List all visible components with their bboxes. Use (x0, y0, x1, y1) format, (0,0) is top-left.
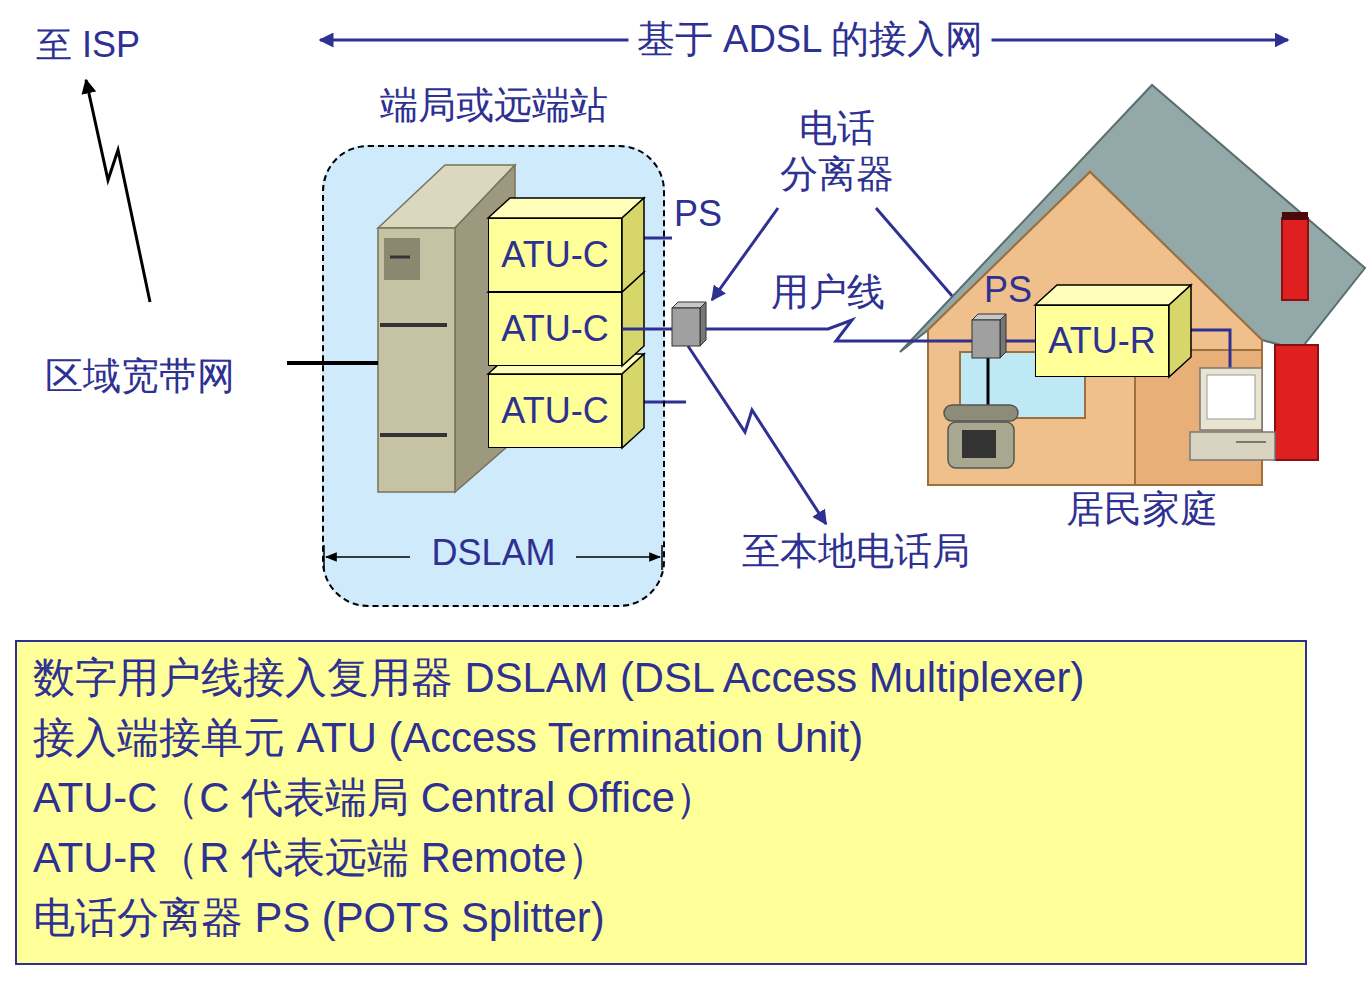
house-red-column (1275, 345, 1318, 460)
diagram-label: PS (674, 192, 722, 235)
splitter-front (672, 308, 700, 346)
diagram-label: 电话分离器 (780, 106, 896, 197)
tower-front (378, 228, 455, 492)
glossary-line: ATU-C（C 代表端局 Central Office） (33, 768, 1305, 828)
box-text: ATU-C (501, 309, 608, 349)
glossary-line: 接入端接单元 ATU (Access Termination Unit) (33, 708, 1305, 768)
region-fill (322, 145, 665, 607)
box-side-face (622, 354, 644, 448)
house-chimney (1282, 218, 1308, 300)
diagram-label: 至本地电话局 (742, 529, 970, 575)
box-text: ATU-R (1048, 321, 1155, 361)
dimension-arrow (326, 556, 410, 558)
monitor (1200, 368, 1262, 430)
isp-lightning (86, 80, 150, 302)
tower-line (380, 323, 447, 327)
diagram-label: 基于 ADSL 的接入网 (629, 17, 992, 63)
tower-slot (390, 256, 410, 259)
glossary-line: ATU-R（R 代表远端 Remote） (33, 828, 1305, 888)
diagram-label: 居民家庭 (1066, 487, 1218, 533)
glossary-line: 电话分离器 PS (POTS Splitter) (33, 888, 1305, 948)
box-side-face (622, 198, 644, 292)
box-text: ATU-C (501, 235, 608, 275)
diagram-label: PS (984, 268, 1032, 311)
port-wire (644, 401, 686, 404)
diagram-label: 区域宽带网 (45, 354, 235, 400)
monitor-screen (1207, 375, 1255, 419)
box-top-face (488, 198, 644, 218)
chimney-top (1282, 212, 1308, 220)
phone-handset (944, 405, 1018, 421)
box-side-face (1169, 285, 1191, 377)
splitter-side (1000, 314, 1006, 358)
phone-keypad (962, 430, 996, 458)
phone-office-lightning (688, 346, 826, 524)
splitter-front (972, 320, 1000, 358)
glossary-box: 数字用户线接入复用器 DSLAM (DSL Access Multiplexer… (15, 640, 1307, 965)
station-region: 端局或远端站DSLAMATU-CATU-CATU-C (322, 145, 665, 607)
network-wire (287, 361, 378, 365)
phone-body (948, 422, 1014, 468)
phone-wire (987, 358, 990, 408)
glossary-line: 数字用户线接入复用器 DSLAM (DSL Access Multiplexer… (33, 648, 1305, 708)
atu-box: ATU-C (488, 218, 622, 292)
splitter-side (700, 302, 706, 346)
tower-line (380, 433, 447, 437)
dimension-arrow (576, 556, 660, 558)
edge-label: 用户线 (771, 270, 885, 316)
region-heading: 端局或远端站 (284, 83, 703, 129)
atu-box: ATU-R (1035, 305, 1169, 377)
atu-box: ATU-C (488, 292, 622, 366)
port-wire (644, 237, 672, 240)
region-name: DSLAM (425, 531, 561, 574)
box-text: ATU-C (501, 391, 608, 431)
tower-panel (384, 238, 420, 280)
atu-box: ATU-C (488, 374, 622, 448)
drive-slot (1236, 441, 1266, 443)
dimension-tick (661, 545, 663, 570)
box-top-face (1035, 285, 1191, 305)
diagram-label: 至 ISP (36, 23, 140, 66)
box-faces (488, 198, 1191, 448)
computer-base (1190, 432, 1275, 460)
